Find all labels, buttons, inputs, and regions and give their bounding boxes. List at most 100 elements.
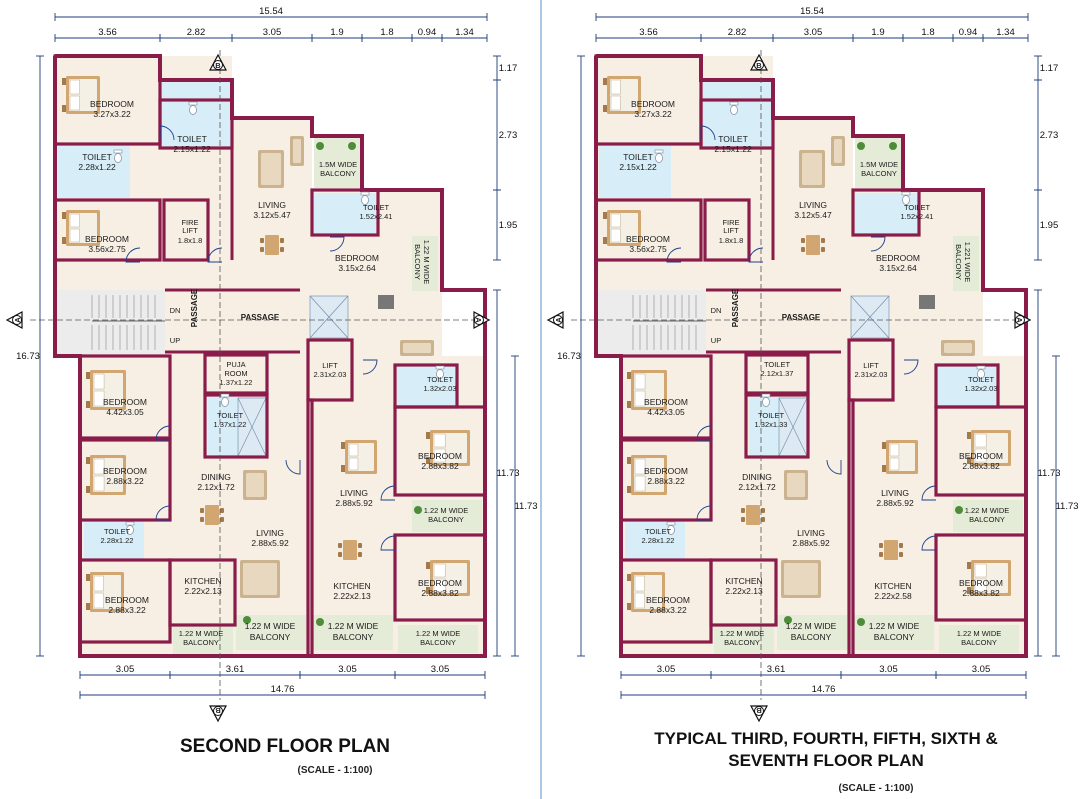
dim-label: 1.34 [996,27,1015,38]
room-name: PASSAGE [782,313,821,322]
dining-table [746,505,760,525]
dim-bottom-segment: 3.61 [169,664,301,679]
sofa [784,470,808,500]
room-name: TOILET [623,152,653,162]
marker-label: A [554,317,563,323]
wall-small-room-a [744,353,810,395]
room-name: KITCHEN [874,581,911,591]
marker-circle [213,60,223,70]
plant [955,506,963,514]
door-swing [696,505,712,521]
room-size: LIFT [723,226,739,235]
toilet-tank [666,521,676,526]
dim-right-lower: 11.73 [493,289,520,657]
dim-label: 3.05 [657,664,676,675]
wall-fire-lift [162,198,210,262]
wall-bedroom-r1 [934,405,1028,497]
door-swing [921,535,937,551]
room-name: TOILET [718,134,748,144]
bed-pillow [974,563,987,578]
room-size: 1.32x2.03 [424,384,457,393]
wall-toilet-right [310,188,380,237]
dining-set [260,235,284,255]
dim-label: 3.05 [116,664,135,675]
room-name: BEDROOM [90,99,134,109]
room-size: 2.22x2.13 [184,586,222,596]
dim-label: 16.73 [557,351,581,362]
bed [86,572,124,612]
bed-pillow [433,578,446,593]
wall-bedroom-r2 [934,533,1028,622]
kitchen-sink [919,295,935,309]
door-swing [380,535,396,551]
room-name: LIFT [863,361,879,370]
dim-bottom-segment: 3.05 [299,664,396,679]
wc-fixture [360,191,370,205]
room-size: 2.88x3.82 [962,588,1000,598]
room-label-passage-v: PASSAGE [731,288,740,327]
lift-cross [309,295,349,339]
wall-bedroom-r2 [393,533,487,622]
bed [62,76,100,114]
marker-circle [1015,315,1025,325]
dining-chair [879,543,883,548]
room-size: 2.88x5.92 [335,498,373,508]
dim-label: 2.73 [1040,130,1059,141]
bed [882,440,918,474]
toilet-bowl [977,369,985,379]
room-name: FIRE [722,218,739,227]
bed [341,440,377,474]
section-marker-a-right: A [473,311,491,329]
balcony-b3 [313,615,393,650]
section-marker-b-bottom: B [209,705,227,723]
wet-toilet-l2 [84,520,144,560]
wc-fixture [729,101,739,115]
dim-label: 11.73 [1037,468,1060,479]
door-swing [700,125,716,141]
sofa [831,136,845,166]
room-size: BALCONY [961,638,997,647]
toilet-bowl [361,195,369,205]
room-label-up: UP [711,336,721,345]
room-name: PASSAGE [731,288,740,327]
section-marker-a-right: A [1014,311,1032,329]
dim-label: 16.73 [16,351,40,362]
dim-label: 15.54 [259,6,283,17]
bed [62,210,100,246]
toilet-tank [901,191,911,196]
wall-small-room-a [203,353,269,395]
dim-label: 3.56 [639,27,658,38]
plan-scale: (SCALE - 1:100) [297,765,372,776]
side-table [967,432,971,439]
room-size: BALCONY [420,638,456,647]
room-name: 1.22 M WIDE [179,629,224,638]
room-size: 2.88x3.22 [647,476,685,486]
toilet-bowl [902,195,910,205]
room-name: BEDROOM [103,466,147,476]
room-name: UP [711,336,721,345]
dim-top-segment: 1.34 [441,27,488,42]
bed-pillow [610,95,621,111]
wall-party [847,398,855,658]
side-table [426,562,430,569]
sofa-cushion [834,139,842,163]
dining-chair [200,508,204,513]
room-name: BEDROOM [418,578,462,588]
room-size: BALCONY [333,632,374,642]
dim-top-segment: 3.56 [54,27,161,42]
side-table [967,562,971,569]
room-size: 2.31x2.03 [314,370,347,379]
lift-cross [237,397,267,457]
